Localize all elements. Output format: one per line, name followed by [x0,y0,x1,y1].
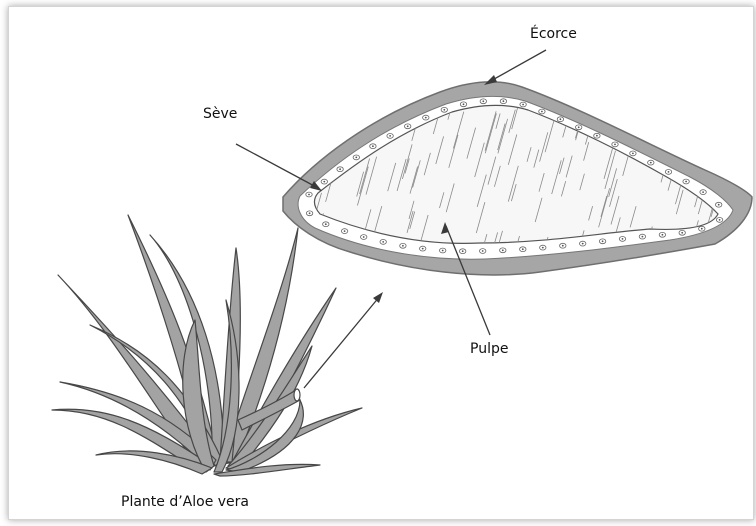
sap-cell-nucleus [719,219,721,221]
pulp-fibre [648,125,652,140]
sap-cell-nucleus [522,104,524,106]
pulp-fibre [673,116,680,141]
plant-label: Plante d’Aloe vera [121,494,249,510]
sap-cell-nucleus [642,236,644,238]
sap-cell-nucleus [502,249,504,251]
sap-cell-nucleus [582,243,584,245]
sap-cell-nucleus [681,232,683,234]
pulp-label: Pulpe [470,341,508,357]
sap-cell-nucleus [503,100,505,102]
sap-cell-nucleus [407,125,409,127]
sap-cell-nucleus [542,247,544,249]
sap-cell-nucleus [344,230,346,232]
sap-cell-nucleus [718,204,720,206]
sap-cell-nucleus [668,171,670,173]
sap-cell-nucleus [402,245,404,247]
sap-cell-nucleus [462,250,464,252]
pulp-fibre [674,140,678,155]
sap-cell-nucleus [482,100,484,102]
sap-cell-nucleus [578,126,580,128]
leaf-cross-section-drawing [283,82,752,282]
sap-cell-nucleus [614,144,616,146]
sap-cell-nucleus [622,238,624,240]
sap-label: Sève [203,106,237,122]
sap-cell-nucleus [389,135,391,137]
sap-cell-nucleus [596,135,598,137]
pulp-fibre [345,103,353,131]
sap-cell-nucleus [522,248,524,250]
sap-cell-nucleus [662,234,664,236]
sap-cell-nucleus [309,212,311,214]
sap-cell-nucleus [650,162,652,164]
pulp-fibre [348,110,353,129]
sap-cell-nucleus [632,153,634,155]
sap-cell-nucleus [425,117,427,119]
bark-label: Écorce [530,26,577,42]
sap-cell-nucleus [308,194,310,196]
sap-cell-nucleus [463,103,465,105]
sap-cell-nucleus [323,181,325,183]
aloe-vera-plant-drawing [52,215,362,476]
sap-cell-nucleus [482,250,484,252]
sap-cell-nucleus [339,168,341,170]
sap-cell-nucleus [363,236,365,238]
sap-cell-nucleus [702,191,704,193]
sap-cell-nucleus [443,109,445,111]
sap-cell-nucleus [562,245,564,247]
sap-cell-nucleus [541,111,543,113]
sap-cell-nucleus [602,240,604,242]
sap-cell-nucleus [442,250,444,252]
sap-cell-nucleus [325,223,327,225]
sap-cell-nucleus [701,228,703,230]
sap-cell-nucleus [355,157,357,159]
sap-cell-nucleus [382,241,384,243]
sap-pointer-line [236,144,318,188]
sap-cell-nucleus [422,248,424,250]
sap-cell-nucleus [685,181,687,183]
sap-cell-nucleus [372,145,374,147]
sap-cell-nucleus [560,118,562,120]
bark-pointer-line [487,50,546,83]
plant-to-section-arrow [304,292,383,388]
